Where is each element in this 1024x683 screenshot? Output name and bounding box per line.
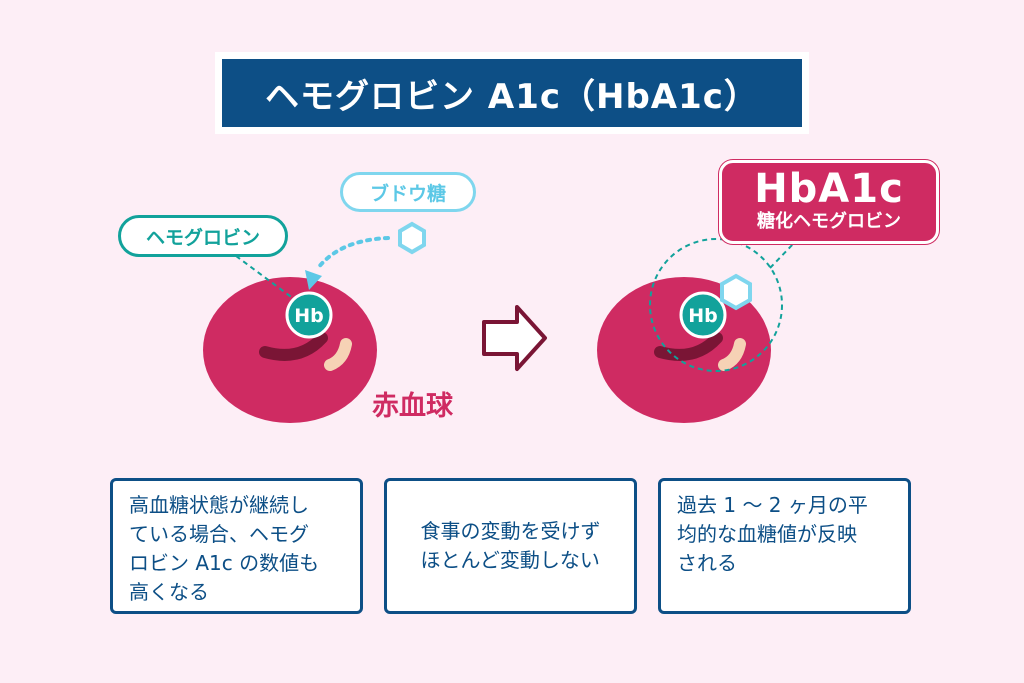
attached-glucose-hexagon-icon	[720, 273, 752, 311]
info-box-text: 高血糖状態が継続し ている場合、ヘモグ ロビン A1c の数値も 高くなる	[129, 493, 320, 604]
red-blood-cell-label: 赤血球	[372, 391, 453, 422]
glucose-arrowhead	[305, 270, 322, 290]
glucose-label: ブドウ糖	[340, 172, 476, 212]
cell-mark-light	[324, 338, 352, 371]
info-box-text: 食事の変動を受けず ほとんど変動しない	[420, 519, 601, 572]
info-box-high-glucose: 高血糖状態が継続し ている場合、ヘモグ ロビン A1c の数値も 高くなる	[110, 478, 363, 614]
red-blood-cell-left	[203, 277, 377, 423]
hemoglobin-pointer	[235, 255, 299, 303]
hemoglobin-label: ヘモグロビン	[118, 215, 288, 257]
info-box-text: 過去 1 ～ 2 ヶ月の平 均的な血糖値が反映 される	[677, 493, 868, 575]
hba1c-callout: HbA1c 糖化ヘモグロビン	[719, 160, 939, 244]
glucose-arrow	[316, 236, 390, 270]
red-blood-cell-right	[597, 277, 771, 423]
title-frame: ヘモグロビン A1c（HbA1c）	[215, 52, 809, 134]
page-title: ヘモグロビン A1c（HbA1c）	[222, 59, 802, 127]
cell-mark-light-right	[718, 338, 746, 371]
glucose-hexagon-icon	[398, 221, 426, 255]
hb-label-right: Hb	[688, 305, 718, 327]
hba1c-pointer	[769, 241, 796, 269]
highlight-circle	[649, 238, 783, 372]
hb-circle-left	[285, 291, 333, 339]
hba1c-subtitle: 糖化ヘモグロビン	[757, 211, 901, 232]
info-box-average: 過去 1 ～ 2 ヶ月の平 均的な血糖値が反映 される	[658, 478, 911, 614]
info-box-stability: 食事の変動を受けず ほとんど変動しない	[384, 478, 637, 614]
hb-label-left: Hb	[294, 305, 324, 327]
cell-mark-dark-right	[654, 332, 723, 361]
hba1c-title: HbA1c	[754, 166, 904, 212]
transition-arrow-icon	[482, 305, 547, 371]
cell-mark-dark	[259, 332, 328, 361]
hb-circle-right	[679, 291, 727, 339]
